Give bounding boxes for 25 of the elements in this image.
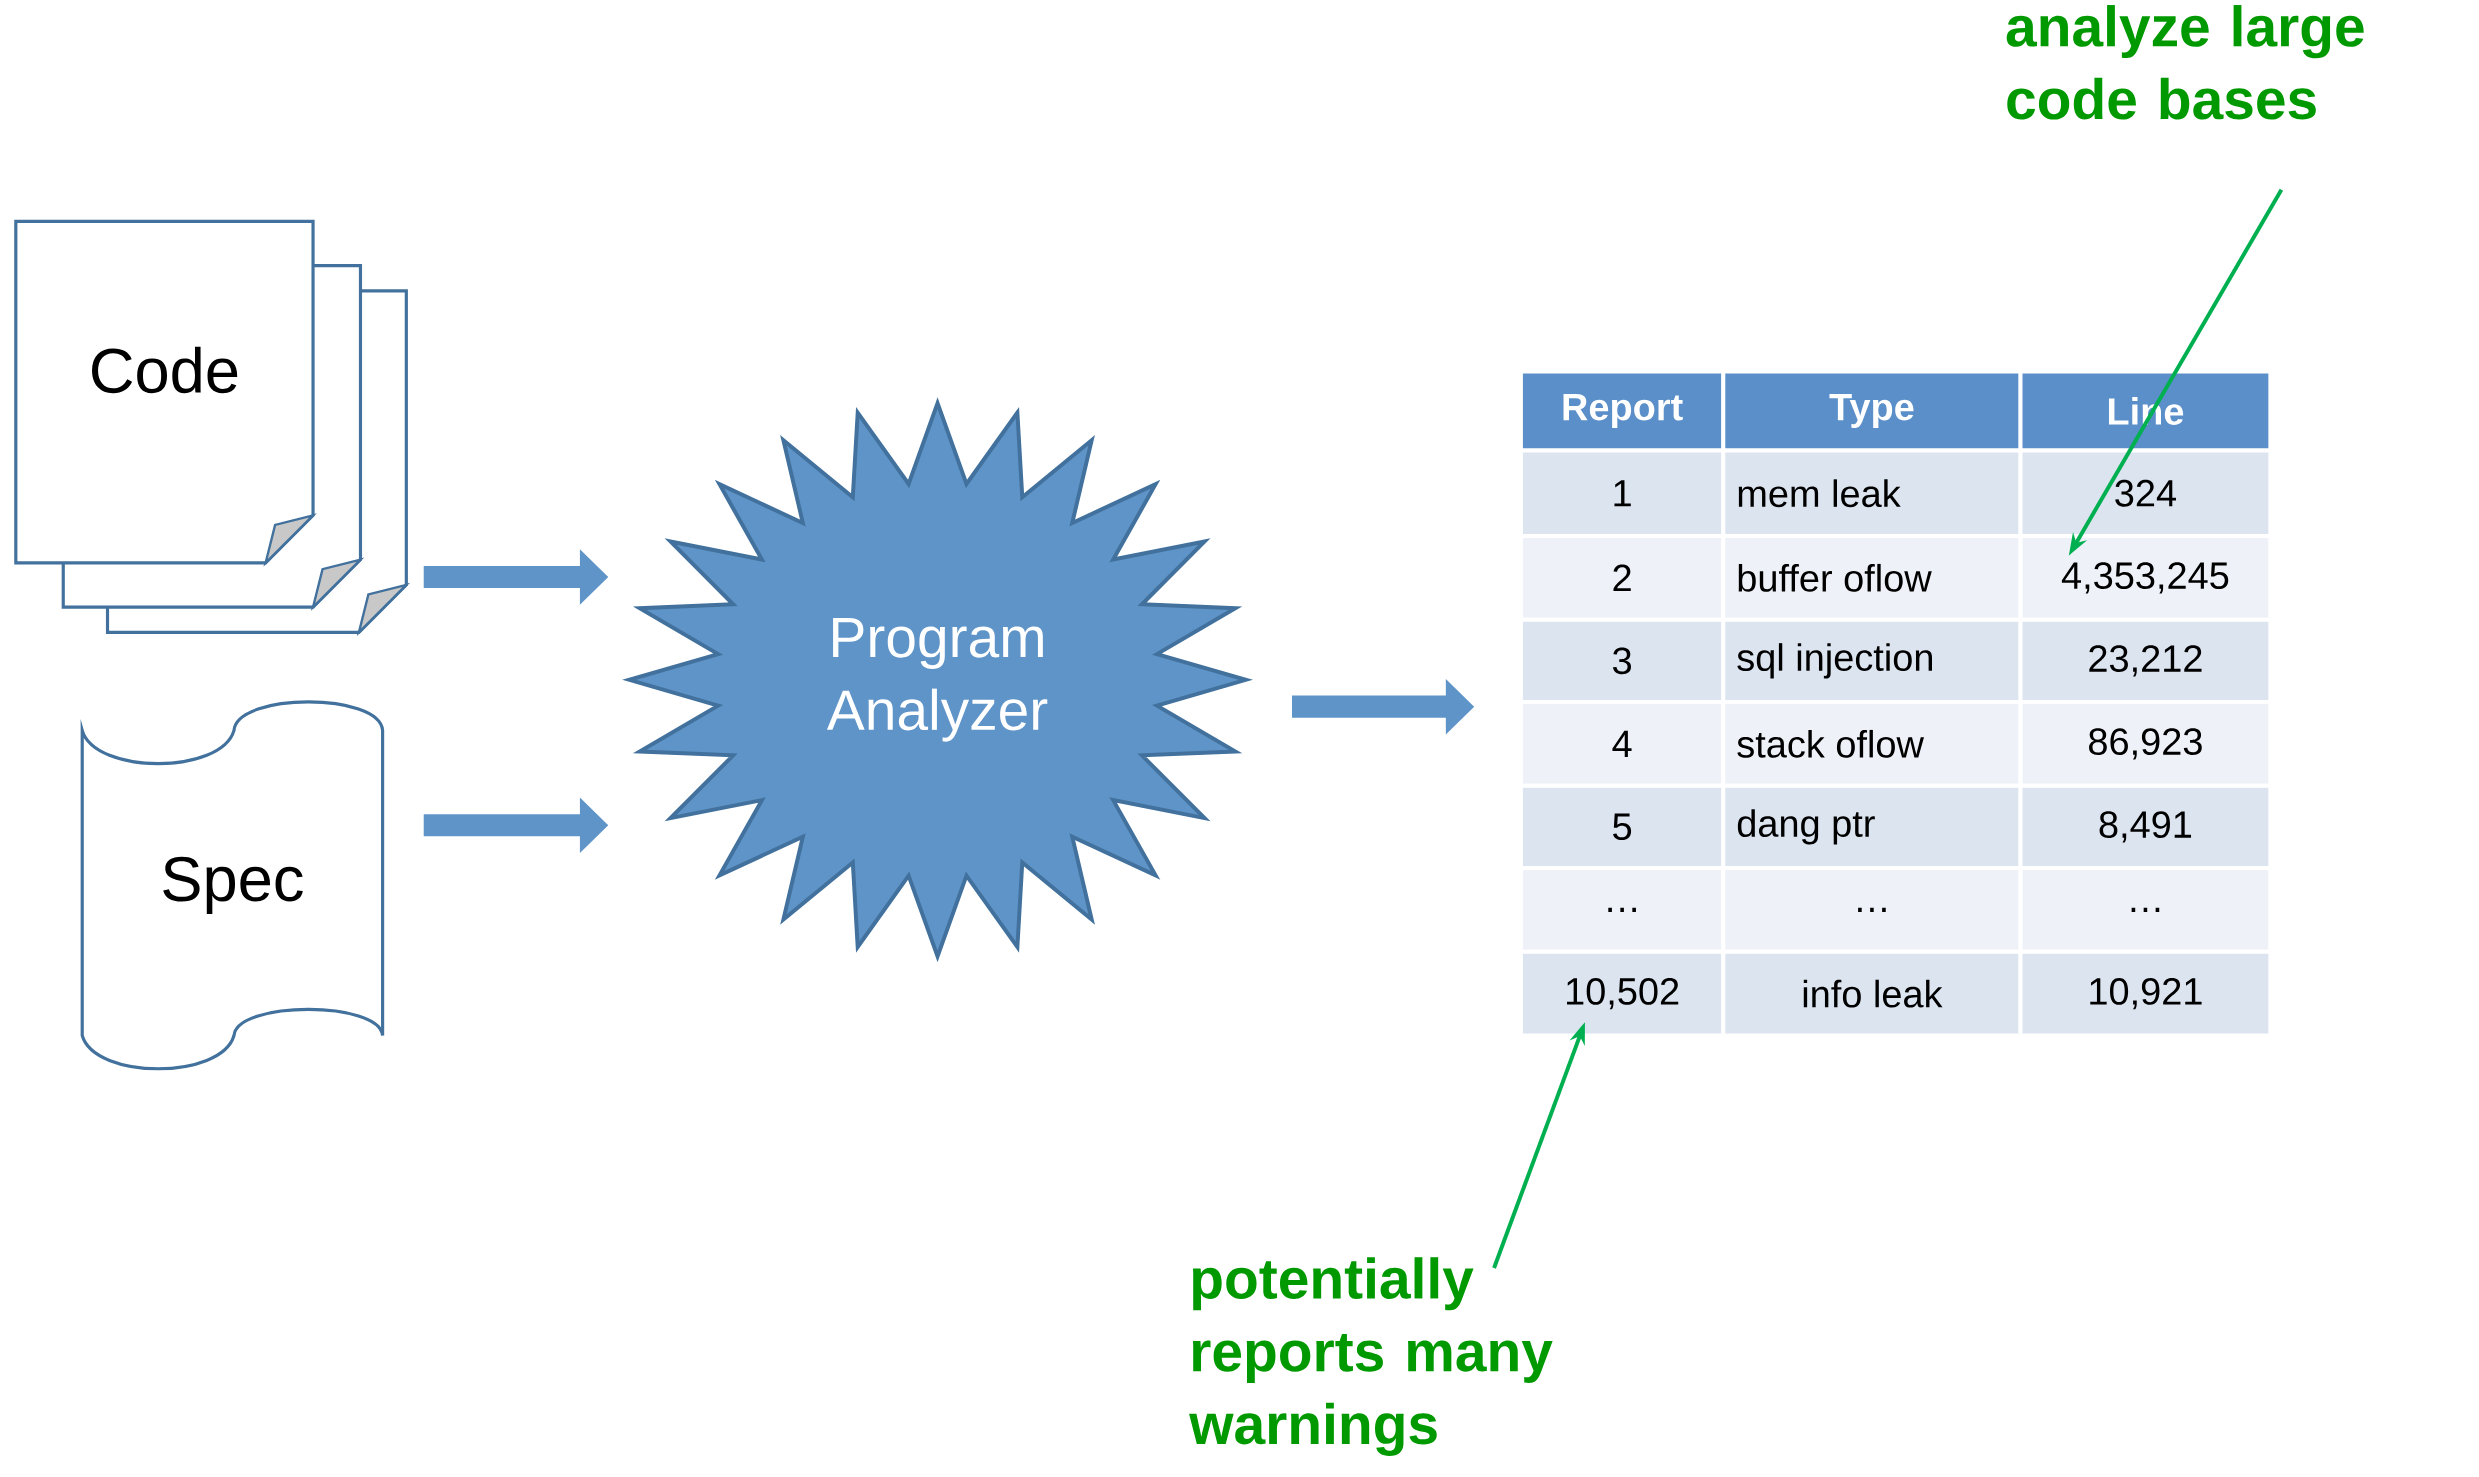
table-cell: 4,353,245 (2018, 534, 2273, 622)
table-cell: 5 (1518, 783, 1726, 871)
header-cell: Type (1721, 369, 2023, 453)
table-cell: dang ptr (1721, 783, 2023, 871)
table-cell: 8,491 (2018, 783, 2273, 871)
header-cell: Report (1518, 369, 1726, 453)
table-cell: buffer oflow (1721, 534, 2023, 622)
table-cell: stack oflow (1721, 700, 2023, 788)
table-cell: 3 (1518, 617, 1726, 705)
table-cell: … (2018, 866, 2273, 954)
table-cell: sql injection (1721, 617, 2023, 705)
table-cell: 86,923 (2018, 700, 2273, 788)
table-cell: 4 (1518, 700, 1726, 788)
table-cell: 2 (1518, 534, 1726, 622)
table-cell: 23,212 (2018, 617, 2273, 705)
table-cell: 10,921 (2018, 949, 2273, 1038)
table-cell: 1 (1518, 448, 1726, 539)
table-cell: 10,502 (1518, 949, 1726, 1038)
table-cell: info leak (1721, 949, 2023, 1038)
table-cell: … (1721, 866, 2023, 954)
callout-text: potentially reports many warnings (1189, 1257, 1553, 1457)
table-cell: … (1518, 866, 1726, 954)
table-cell: 324 (2018, 448, 2273, 539)
callout-text: analyze large code bases (2006, 5, 2364, 120)
table-cell: mem leak (1721, 448, 2023, 539)
